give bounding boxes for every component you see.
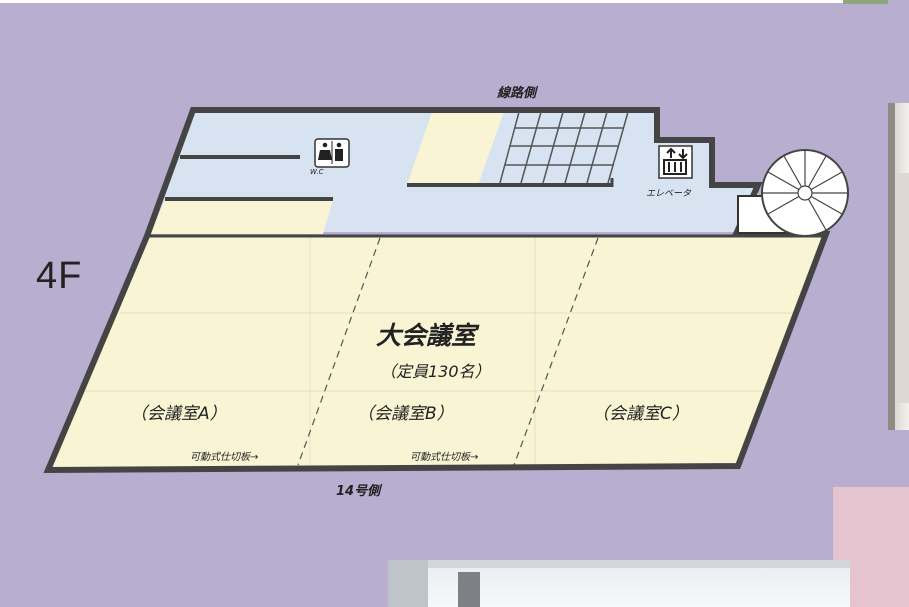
photo-thumbnail-right xyxy=(888,103,909,430)
green-tab xyxy=(843,0,888,4)
room-c-label: （会議室C） xyxy=(592,404,689,424)
partition-line xyxy=(513,237,599,466)
partition-label-2: 可動式仕切板→ xyxy=(410,452,479,463)
main-hall-floor xyxy=(50,236,826,468)
floor-label: 4F xyxy=(36,255,83,297)
restroom-label: W.C xyxy=(310,168,324,176)
top-strip xyxy=(0,0,843,3)
photo-frame xyxy=(888,103,895,430)
partition-line xyxy=(297,237,381,466)
elevator-label: エレベータ xyxy=(646,189,692,199)
side-label-track: 線路側 xyxy=(497,86,537,101)
room-b-label: （会議室B） xyxy=(357,404,454,424)
partition-label-1: 可動式仕切板→ xyxy=(190,452,259,463)
restroom-icon xyxy=(314,138,350,168)
main-room-capacity: （定員130名） xyxy=(380,362,491,381)
room-a-label: （会議室A） xyxy=(130,404,227,424)
spiral-staircase-icon xyxy=(737,149,849,237)
elevator-icon xyxy=(658,145,693,179)
side-label-road: 14号側 xyxy=(336,484,381,499)
stair-landing xyxy=(407,112,504,185)
storage-area xyxy=(150,200,333,234)
photo-wall xyxy=(895,173,909,403)
photo-pillar xyxy=(388,560,428,607)
staircase-icon xyxy=(499,111,629,184)
photo-thumbnail-bottom xyxy=(388,560,850,607)
outer-wall xyxy=(43,107,831,474)
photo-dark-area xyxy=(458,572,480,607)
photo-beam xyxy=(428,560,850,568)
main-room-name: 大会議室 xyxy=(376,321,477,350)
